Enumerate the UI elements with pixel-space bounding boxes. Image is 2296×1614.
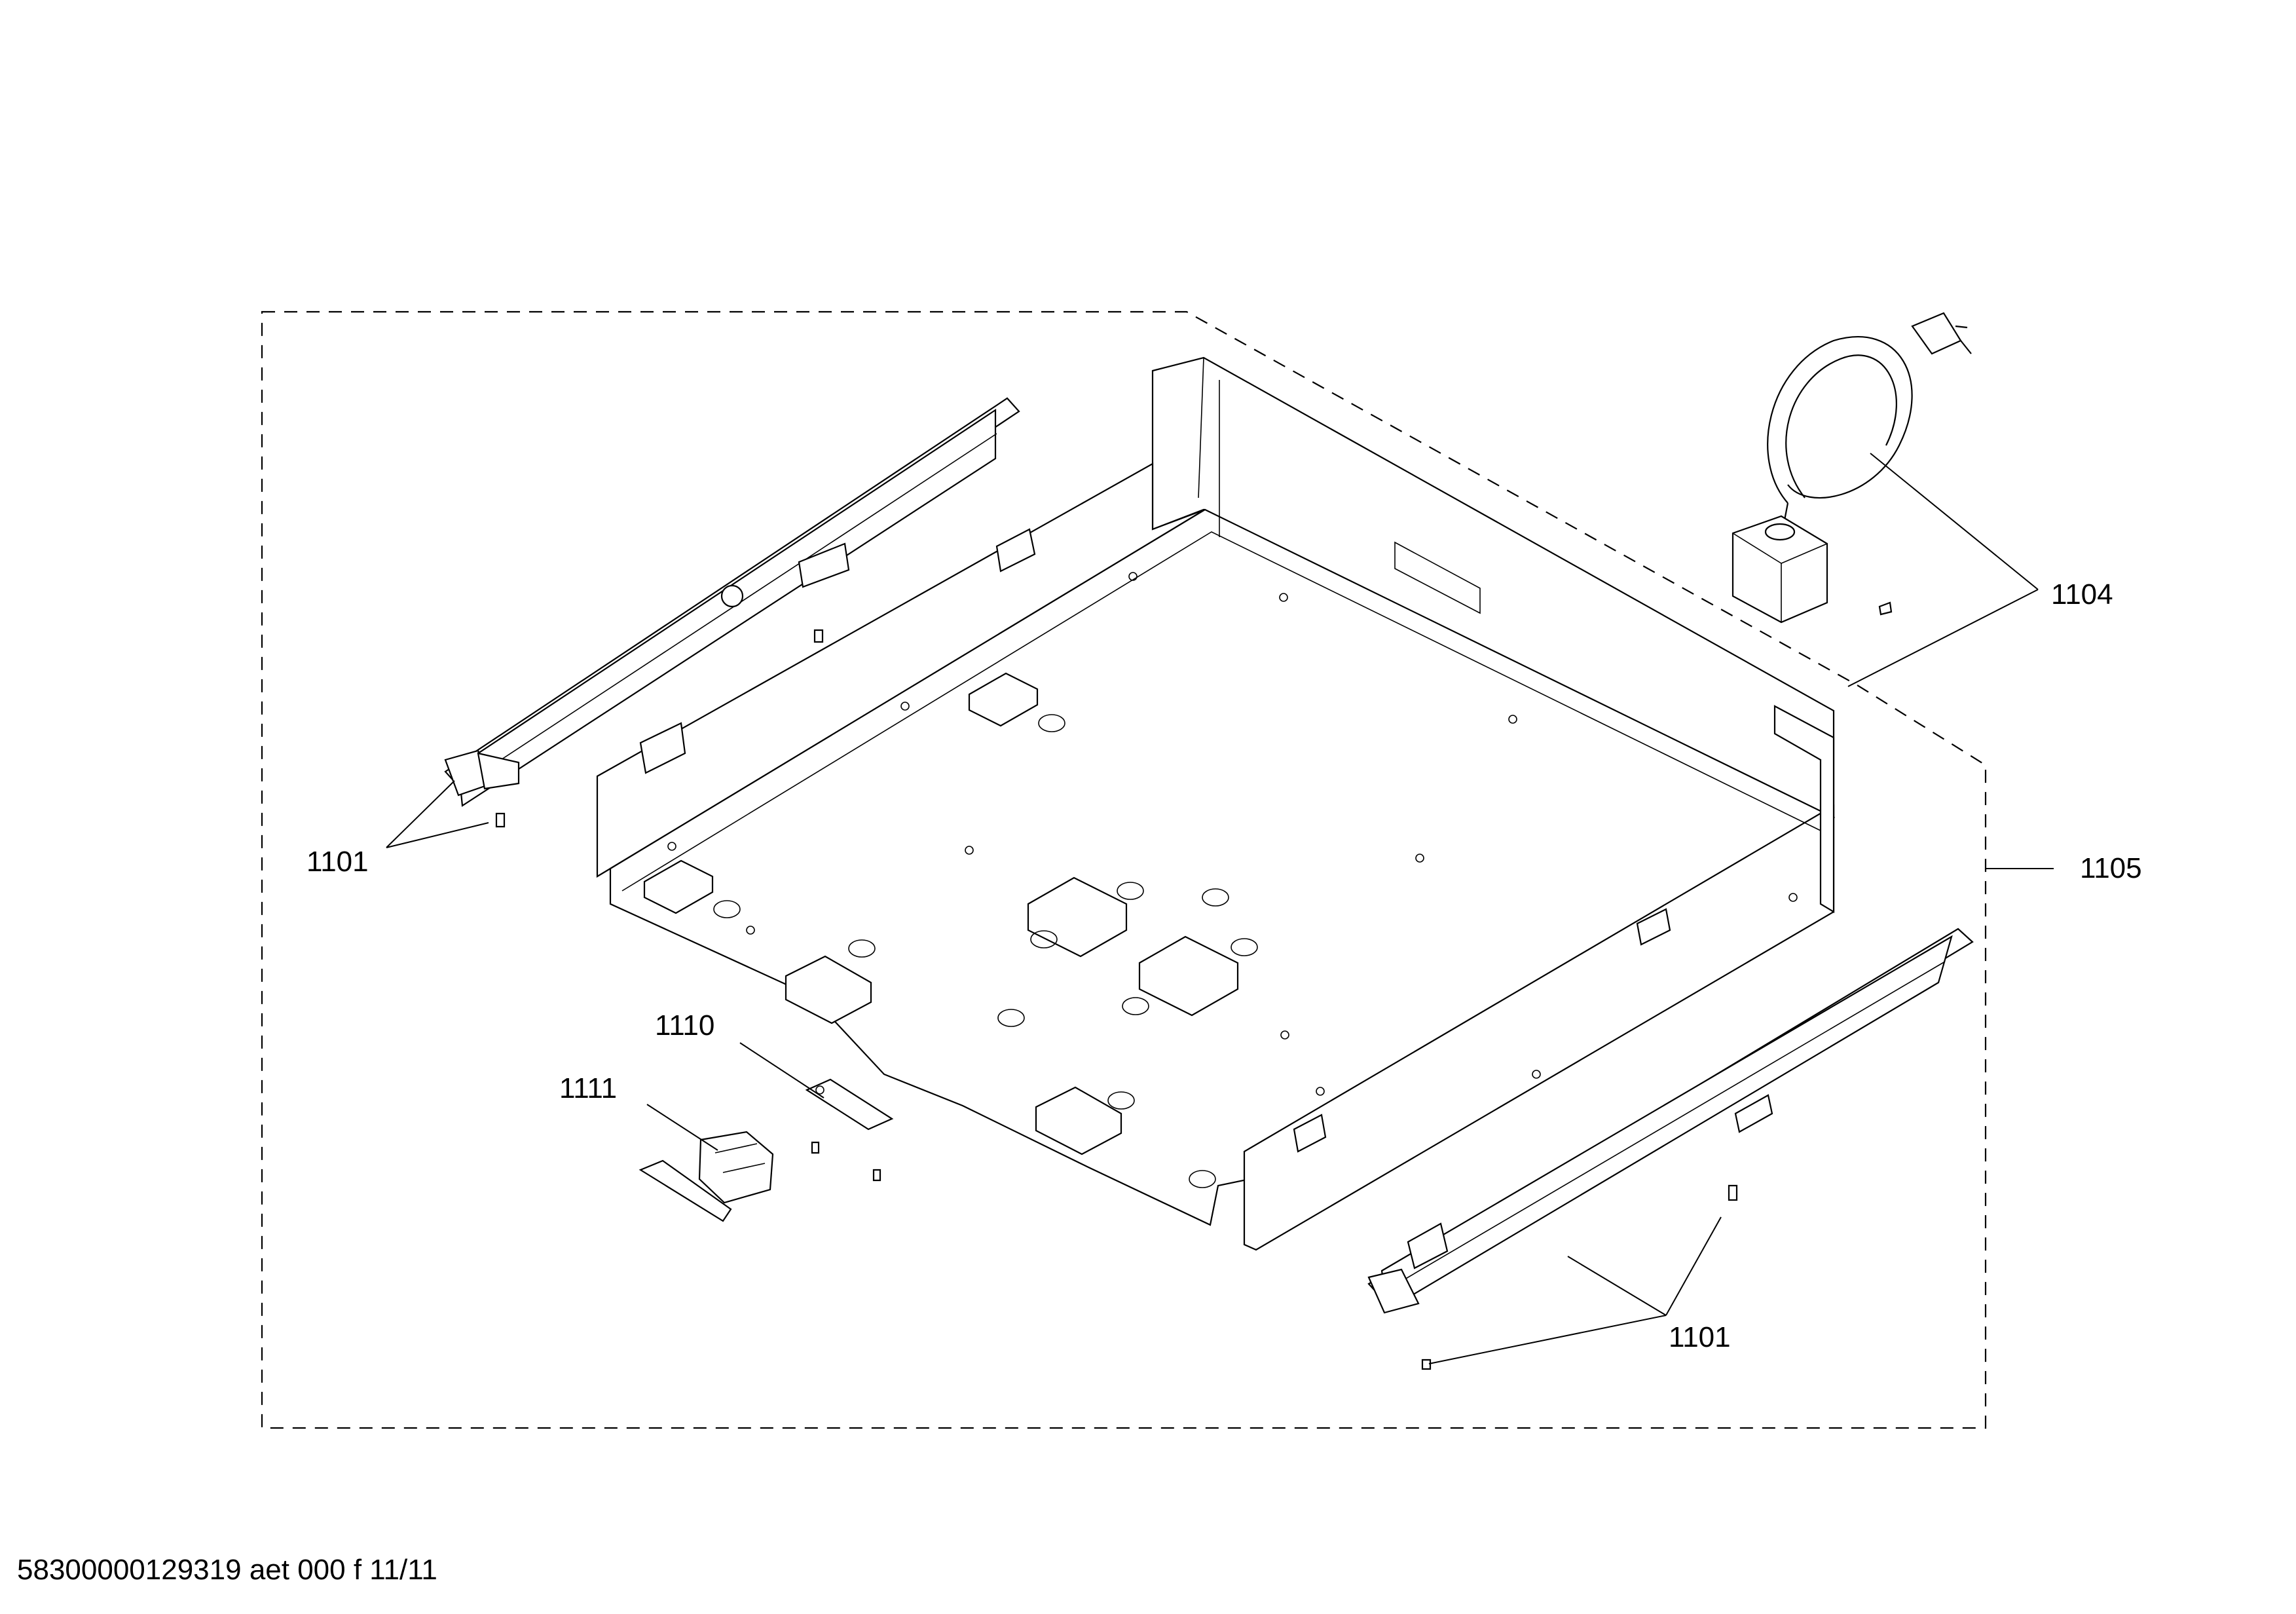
leader-1104 bbox=[1847, 453, 2039, 687]
latch-part bbox=[639, 1131, 774, 1222]
left-rail-screw bbox=[495, 812, 506, 828]
callout-1101-right: 1101 bbox=[1669, 1321, 1731, 1353]
right-rail-screw-upper bbox=[1728, 1184, 1738, 1201]
assembly-1105-boundary bbox=[261, 310, 1987, 1429]
right-telescopic-rail bbox=[1367, 928, 1974, 1314]
leader-1101-right bbox=[1428, 1216, 1722, 1364]
callout-1110: 1110 bbox=[655, 1009, 714, 1042]
document-id-footer: 58300000129319 aet 000 f 11/11 bbox=[17, 1554, 437, 1586]
callout-1105: 1105 bbox=[2080, 852, 2142, 884]
callout-1111: 1111 bbox=[559, 1072, 617, 1104]
leader-1111 bbox=[646, 1104, 718, 1151]
drawer-tray bbox=[596, 356, 1836, 1251]
right-rail-screw-lower bbox=[1421, 1359, 1432, 1370]
catch-bracket bbox=[805, 1078, 894, 1182]
left-telescopic-rail bbox=[444, 397, 1020, 807]
power-cord-assembly bbox=[1731, 312, 1972, 624]
callout-1101-left: 1101 bbox=[306, 846, 369, 878]
callout-1104: 1104 bbox=[2051, 578, 2113, 610]
leader-1101-left bbox=[386, 780, 489, 848]
leader-1110 bbox=[739, 1042, 824, 1098]
